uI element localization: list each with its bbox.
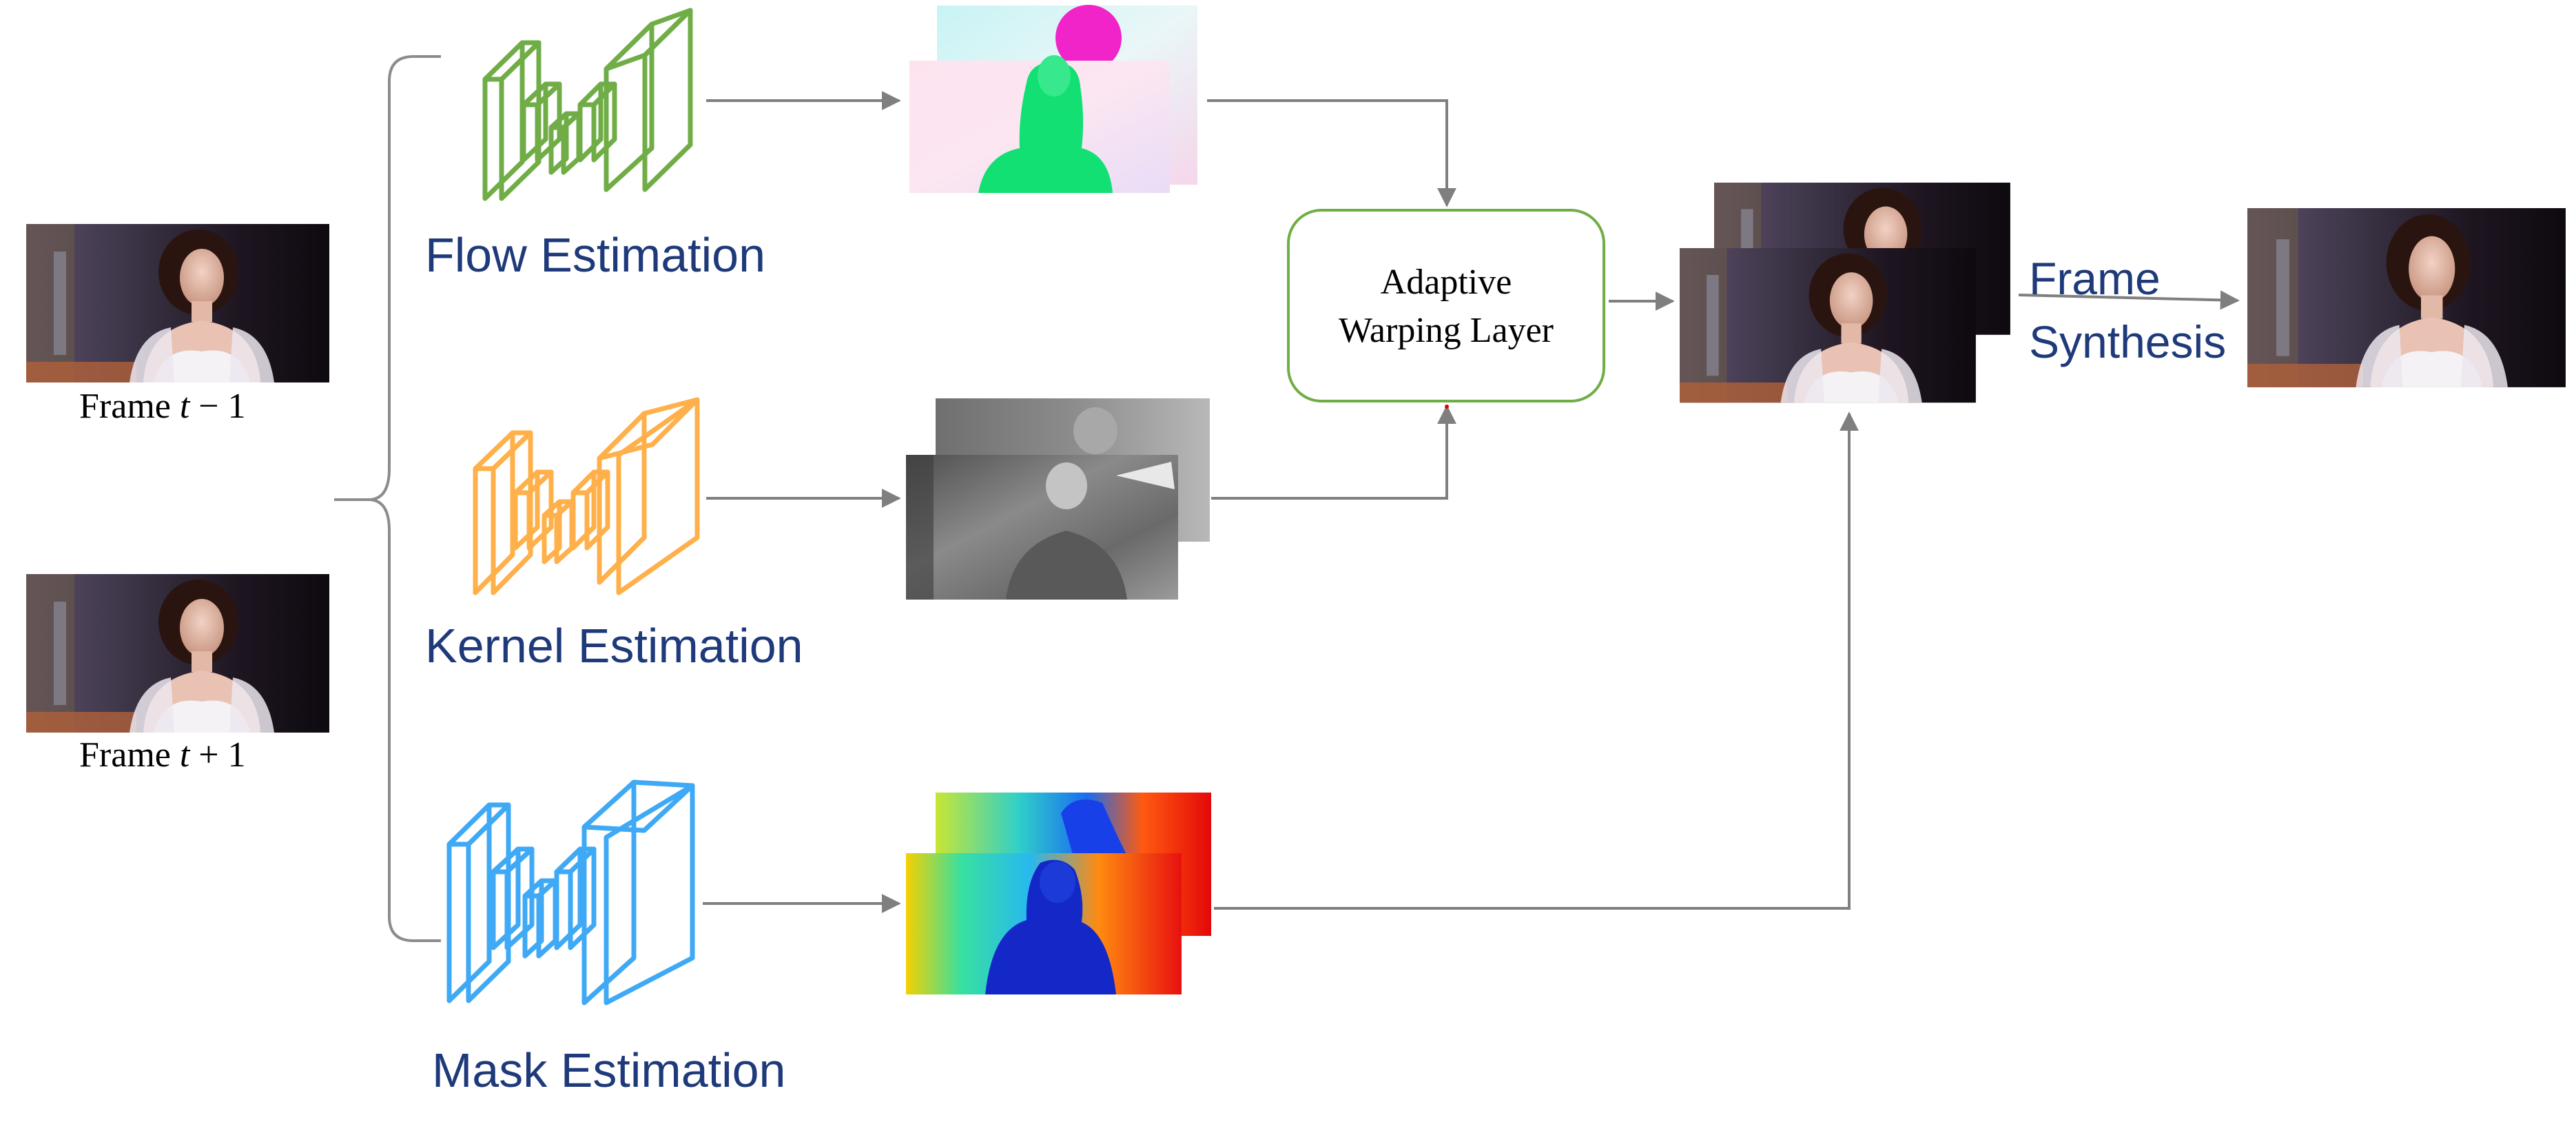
frame-prev-caption-prefix: Frame: [79, 387, 171, 426]
adaptive-warping-layer-text: Adaptive Warping Layer: [1288, 258, 1604, 355]
arrows: [703, 91, 2240, 913]
frame-synthesis-label: Frame Synthesis: [2029, 247, 2226, 374]
frame-next-caption: Frame t + 1: [79, 735, 246, 775]
flow-network-icon: [482, 8, 693, 201]
warped-frame-front-image: [1680, 248, 1976, 403]
frame-synthesis-line2: Synthesis: [2029, 316, 2227, 368]
mask-map-image: [906, 793, 1211, 994]
mask-estimation-label: Mask Estimation: [432, 1043, 786, 1097]
frame-prev-image: [26, 224, 329, 382]
frame-synthesis-line1: Frame: [2029, 253, 2161, 304]
frame-prev-caption-var: t: [179, 387, 190, 426]
frame-prev-caption-suffix: − 1: [198, 387, 246, 426]
input-brace: [334, 55, 441, 942]
warping-box-line2: Warping Layer: [1339, 311, 1554, 351]
frame-next-caption-prefix: Frame: [79, 735, 171, 775]
frame-next-caption-suffix: + 1: [198, 735, 246, 775]
kernel-map-image: [906, 398, 1210, 600]
flow-map-image: [909, 5, 1197, 193]
frame-prev-caption: Frame t − 1: [79, 386, 246, 427]
frame-next-image: [26, 574, 329, 733]
flow-estimation-label: Flow Estimation: [425, 228, 766, 282]
arrow-mask-to-synthesis: [1214, 411, 1859, 910]
arrow-kernel-to-warp: [1211, 405, 1456, 500]
kernel-estimation-label: Kernel Estimation: [425, 619, 803, 673]
warping-box-line1: Adaptive: [1380, 263, 1512, 302]
kernel-network-icon: [473, 397, 700, 595]
mask-network-icon: [446, 779, 695, 1006]
arrow-synthesis-to-output: [2018, 290, 2240, 310]
arrow-flow-to-warp: [1207, 99, 1456, 207]
frame-next-caption-var: t: [179, 735, 190, 775]
adaptive-warping-layer-box: [1287, 209, 1605, 402]
output-frame-image: [2247, 208, 2566, 387]
